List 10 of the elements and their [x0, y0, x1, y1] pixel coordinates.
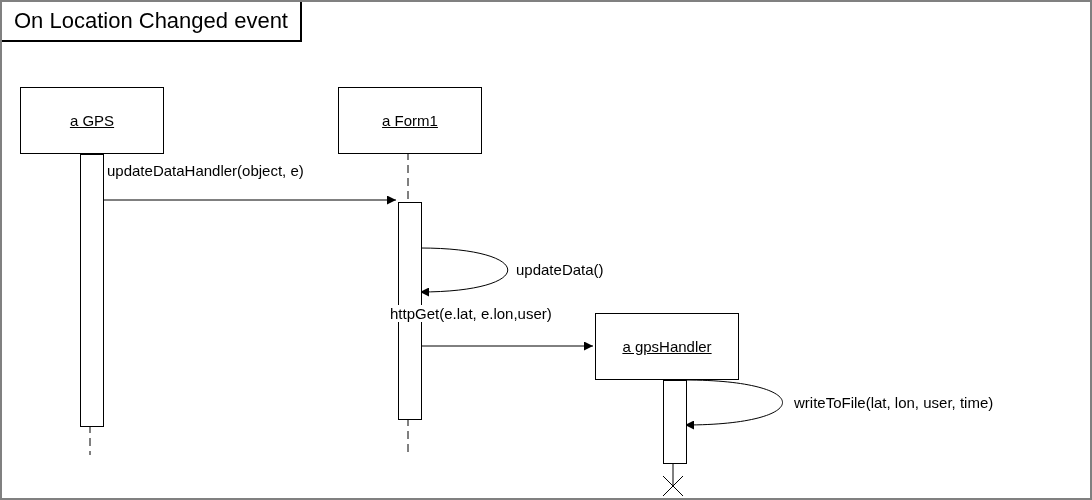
object-box: a GPS: [20, 87, 164, 154]
activation-bar: [663, 380, 687, 464]
message-label: writeToFile(lat, lon, user, time): [793, 394, 995, 411]
activation-bar: [80, 154, 104, 427]
message-label: httpGet(e.lat, e.lon,user): [389, 305, 553, 322]
object-box: a gpsHandler: [595, 313, 739, 380]
message-label: updateDataHandler(object, e): [106, 162, 305, 179]
frame-title: On Location Changed event: [2, 2, 302, 42]
message-label: updateData(): [515, 261, 605, 278]
object-box: a Form1: [338, 87, 482, 154]
